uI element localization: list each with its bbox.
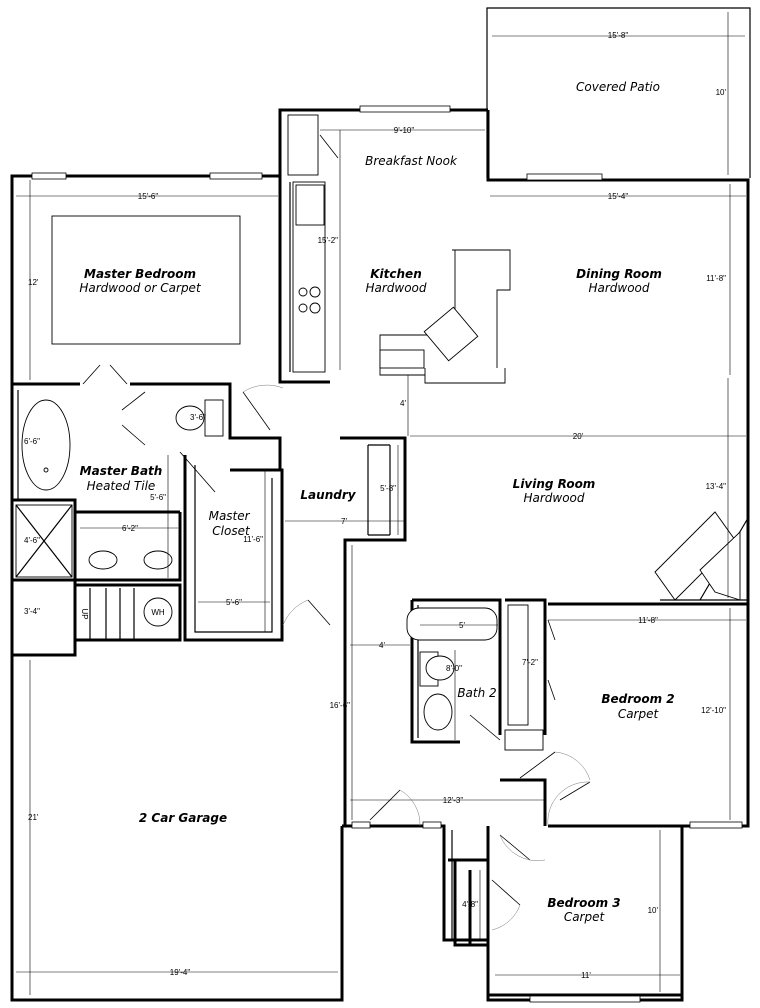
dim-bath2-tub: 5': [459, 621, 465, 630]
dim-hall-4a: 4': [400, 399, 406, 408]
bedroom3-label: Bedroom 3: [547, 896, 620, 910]
dim-closet3: 4'-8": [462, 900, 478, 909]
bedroom2-floor: Carpet: [618, 707, 660, 721]
windows: [31, 105, 743, 1003]
dim-closet-depth: 11'-6": [243, 535, 263, 544]
bath2-label: Bath 2: [457, 686, 496, 700]
dim-hall-width: 12'-3": [443, 796, 464, 805]
fixtures: [15, 114, 741, 751]
dim-vanity: 6'-2": [122, 524, 138, 533]
dim-bed2-depth: 12'-10": [701, 706, 726, 715]
kitchen-label: Kitchen: [370, 267, 422, 281]
dim-bath2-width: 8'-0": [446, 664, 462, 673]
dim-hall-4b: 4': [379, 641, 385, 650]
dim-laundry-depth: 5'-8": [380, 484, 396, 493]
dimension-labels: 15'-8" 10' 9'-10" 15'-2" 15'-4" 11'-8" 1…: [24, 31, 726, 980]
dim-dining-depth: 11'-8": [706, 274, 726, 283]
interior-walls: [12, 176, 748, 997]
dim-master-depth: 12': [28, 278, 39, 287]
water-heater-label: WH: [151, 608, 165, 617]
dim-patio-width: 15'-8": [608, 31, 629, 40]
kitchen-floor: Hardwood: [365, 281, 426, 295]
dim-garage-width: 19'-4": [170, 968, 191, 977]
dim-kitchen-depth: 15'-2": [318, 236, 339, 245]
bedroom3-floor: Carpet: [564, 910, 606, 924]
master-bath-floor: Heated Tile: [87, 479, 156, 493]
dim-bed2-width: 11'-8": [638, 616, 658, 625]
doors: [82, 134, 591, 931]
dim-nook-width: 9'-10": [394, 126, 415, 135]
covered-patio-label: Covered Patio: [576, 80, 660, 94]
dim-bed3-depth: 10': [648, 906, 659, 915]
dining-room-floor: Hardwood: [588, 281, 649, 295]
dim-landing: 3'-4": [24, 607, 40, 616]
dim-hall-length: 16'-6": [330, 701, 351, 710]
living-room-floor: Hardwood: [523, 491, 584, 505]
dim-bath-width: 5'-6": [150, 493, 166, 502]
dim-tub: 6'-6": [24, 437, 40, 446]
dim-closet-width: 5'-6": [226, 598, 242, 607]
bedroom2-label: Bedroom 2: [601, 692, 674, 706]
dim-master-width: 15'-6": [138, 192, 159, 201]
dim-bed3-width: 11': [581, 971, 591, 980]
dining-room-label: Dining Room: [576, 267, 662, 281]
dim-shower: 4'-6": [24, 536, 40, 545]
living-room-label: Living Room: [513, 477, 596, 491]
master-closet-label: Master Closet: [209, 509, 254, 538]
dim-living-depth: 13'-4": [706, 482, 727, 491]
master-closet-text: Master: [209, 509, 251, 523]
breakfast-nook-label: Breakfast Nook: [365, 154, 458, 168]
dim-laundry-width: 7': [341, 517, 347, 526]
dim-wc: 3'-6": [190, 413, 206, 422]
dim-living-width: 20': [573, 432, 584, 441]
master-bedroom-label: Master Bedroom: [84, 267, 196, 281]
dim-patio-depth: 10': [716, 88, 727, 97]
dimension-lines: [16, 12, 746, 995]
stair-up-label: UP: [80, 608, 89, 619]
master-bedroom-floor: Hardwood or Carpet: [79, 281, 202, 295]
dim-garage-depth: 21': [28, 813, 39, 822]
master-bath-label: Master Bath: [80, 464, 163, 478]
dim-closet2: 7'-2": [522, 658, 538, 667]
laundry-label: Laundry: [300, 488, 356, 502]
master-closet-text-line2: Closet: [212, 524, 251, 538]
garage-label: 2 Car Garage: [139, 811, 227, 825]
dim-dining-width: 15'-4": [608, 192, 629, 201]
